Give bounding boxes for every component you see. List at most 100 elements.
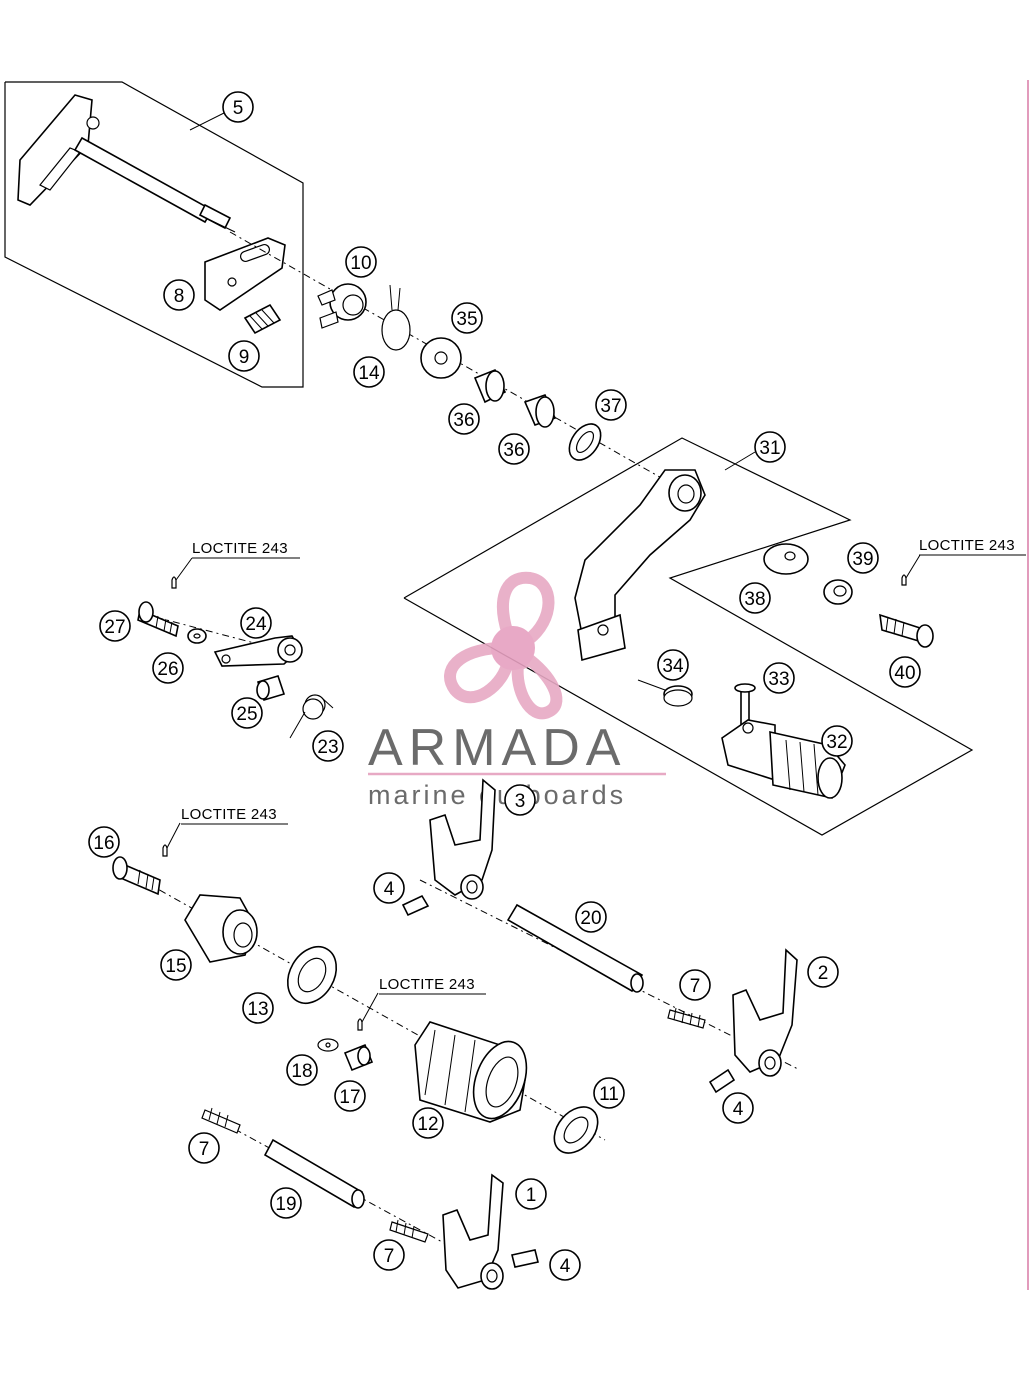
callout-number: 12 — [417, 1114, 438, 1135]
callout-number: 10 — [350, 253, 371, 274]
callout-27: 27 — [99, 610, 131, 642]
shift-fork-3-part — [429, 778, 496, 900]
callout-group: 1234445777891011121314151617181920232425… — [88, 91, 921, 1281]
bolt-16-part — [112, 856, 161, 896]
callout-18: 18 — [286, 1054, 318, 1086]
callout-circle — [515, 1178, 547, 1210]
callout-number: 1 — [526, 1185, 537, 1206]
callout-circle — [504, 784, 536, 816]
callout-circle — [188, 1132, 220, 1164]
guide-part — [317, 283, 367, 329]
needle-bearing-a-part — [473, 368, 507, 404]
callout-number: 4 — [560, 1256, 571, 1277]
callout-number: 26 — [157, 659, 178, 680]
callout-circle — [593, 1077, 625, 1109]
callout-10: 10 — [345, 246, 377, 278]
callout-circle — [99, 610, 131, 642]
callout-number: 39 — [852, 549, 873, 570]
callout-17: 17 — [334, 1080, 366, 1112]
callout-circle — [312, 730, 344, 762]
callout-number: 27 — [104, 617, 125, 638]
callout-circle — [373, 1239, 405, 1271]
lever-24-part — [213, 635, 303, 667]
callout-37: 37 — [595, 389, 627, 421]
callout-circle — [754, 431, 786, 463]
callout-circle — [152, 652, 184, 684]
callout-circle — [163, 279, 195, 311]
callout-number: 24 — [245, 614, 267, 635]
shift-fork-1-part — [442, 1173, 504, 1290]
callout-circle — [575, 901, 607, 933]
loctite-label: LOCTITE 243 — [181, 806, 288, 825]
callout-number: 25 — [236, 704, 257, 725]
callout-33: 33 — [763, 662, 795, 694]
shift-lever-group-frame — [403, 437, 974, 836]
washer-18-part — [317, 1038, 339, 1052]
callout-4: 4 — [722, 1092, 754, 1124]
shift-shaft-group-frame — [4, 81, 304, 388]
callout-number: 37 — [600, 396, 621, 417]
spring-23-part — [289, 694, 334, 739]
loctite-label: LOCTITE 243 — [192, 540, 300, 559]
callout-circle — [657, 649, 689, 681]
callout-number: 19 — [275, 1194, 296, 1215]
leader-lines — [166, 111, 921, 1023]
loctite-drop-icon — [357, 1018, 363, 1031]
screw-17-part — [343, 1043, 374, 1072]
callout-circle — [88, 826, 120, 858]
callout-circle — [412, 1107, 444, 1139]
callout-9: 9 — [228, 340, 260, 372]
spring-ring-part — [663, 685, 693, 707]
callout-4: 4 — [373, 872, 405, 904]
callout-19: 19 — [270, 1187, 302, 1219]
callout-7: 7 — [373, 1239, 405, 1271]
callout-circle — [373, 872, 405, 904]
callout-number: 13 — [247, 999, 268, 1020]
callout-number: 23 — [317, 737, 338, 758]
callout-number: 7 — [384, 1246, 395, 1267]
shift-rail-19-part — [263, 1138, 365, 1209]
callout-number: 4 — [384, 879, 395, 900]
callout-circle — [448, 403, 480, 435]
callout-24: 24 — [240, 607, 272, 639]
guide-pin-c-part — [511, 1249, 539, 1268]
brand-tagline: marine outboards — [368, 780, 626, 810]
callout-35: 35 — [451, 302, 483, 334]
callout-number: 15 — [165, 956, 186, 977]
shift-drum-part — [414, 1021, 528, 1123]
callout-circle — [270, 1187, 302, 1219]
callout-number: 4 — [733, 1099, 744, 1120]
callout-circle — [807, 956, 839, 988]
bolt-40-part — [879, 613, 934, 648]
callout-36: 36 — [498, 433, 530, 465]
callout-23: 23 — [312, 730, 344, 762]
loctite-label-text: LOCTITE 243 — [181, 806, 277, 823]
callout-13: 13 — [242, 992, 274, 1024]
callout-12: 12 — [412, 1107, 444, 1139]
callout-number: 36 — [453, 410, 474, 431]
callout-circle — [595, 389, 627, 421]
callout-7: 7 — [679, 969, 711, 1001]
callout-15: 15 — [160, 949, 192, 981]
callout-26: 26 — [152, 652, 184, 684]
callout-circle — [739, 582, 771, 614]
callout-number: 3 — [515, 791, 526, 812]
callout-number: 20 — [580, 908, 601, 929]
propeller-hub-icon — [491, 626, 535, 670]
callout-5: 5 — [222, 91, 254, 123]
callout-16: 16 — [88, 826, 120, 858]
propeller-blade-top-icon — [496, 571, 555, 646]
needle-bearing-b-part — [523, 393, 557, 428]
spring-7b-part — [201, 1107, 241, 1134]
spring-clip-part — [381, 284, 411, 351]
callout-circle — [821, 725, 853, 757]
callout-number: 35 — [456, 309, 477, 330]
shift-rail-20-part — [506, 903, 644, 993]
callout-circle — [231, 697, 263, 729]
callout-40: 40 — [889, 656, 921, 688]
guide-pin-b-part — [708, 1068, 736, 1094]
callout-number: 32 — [826, 732, 847, 753]
callout-circle — [334, 1080, 366, 1112]
callout-circle — [722, 1092, 754, 1124]
callout-number: 36 — [503, 440, 524, 461]
